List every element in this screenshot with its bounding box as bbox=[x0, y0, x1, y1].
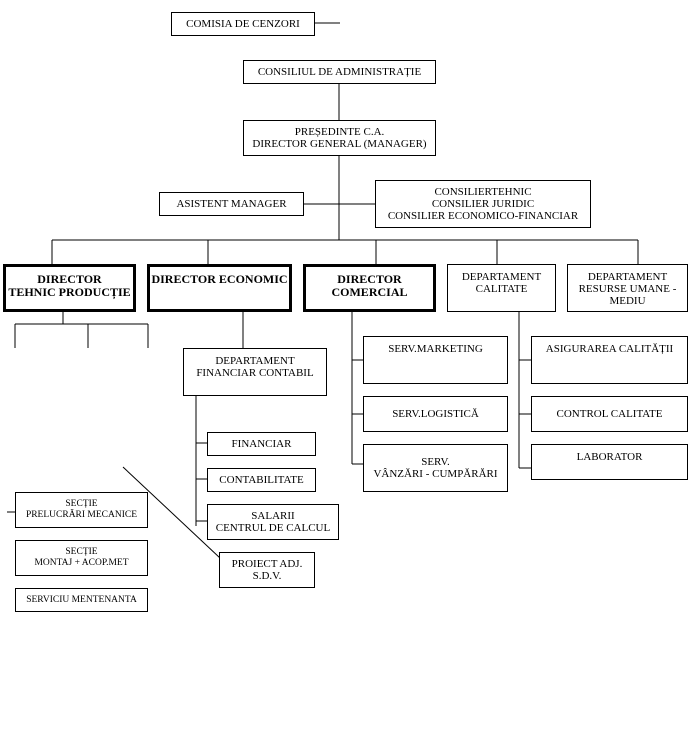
node-label: CONTROL CALITATE bbox=[556, 408, 663, 420]
node-serv-logistica: SERV.LOGISTICĂ bbox=[363, 396, 508, 432]
node-director-economic: DIRECTOR ECONOMIC bbox=[147, 264, 292, 312]
node-label: S.D.V. bbox=[252, 570, 282, 582]
node-label: CENTRUL DE CALCUL bbox=[215, 522, 331, 534]
node-consiliul-administratie: CONSILIUL DE ADMINISTRAȚIE bbox=[243, 60, 436, 84]
node-label: ASIGURAREA CALITĂȚII bbox=[545, 343, 674, 355]
node-asigurarea-calitatii: ASIGURAREA CALITĂȚII bbox=[531, 336, 688, 384]
node-label: CONSILIER JURIDIC bbox=[431, 198, 535, 210]
node-asistent-manager: ASISTENT MANAGER bbox=[159, 192, 304, 216]
node-label: RESURSE UMANE - bbox=[578, 283, 677, 295]
node-label: SERV.LOGISTICĂ bbox=[392, 408, 479, 420]
node-salarii: SALARII CENTRUL DE CALCUL bbox=[207, 504, 339, 540]
node-label: ASISTENT MANAGER bbox=[176, 198, 287, 210]
node-serv-vanzari: SERV. VÂNZĂRI - CUMPĂRĂRI bbox=[363, 444, 508, 492]
node-laborator: LABORATOR bbox=[531, 444, 688, 480]
node-label: VÂNZĂRI - CUMPĂRĂRI bbox=[373, 468, 498, 480]
node-label: SERV.MARKETING bbox=[388, 343, 483, 355]
node-sectie-montaj: SECȚIE MONTAJ + ACOP.MET bbox=[15, 540, 148, 576]
node-label: DIRECTOR ECONOMIC bbox=[151, 272, 288, 286]
node-label: CONSILIER ECONOMICO-FINANCIAR bbox=[387, 210, 579, 222]
node-label: SALARII bbox=[251, 510, 295, 522]
node-label: SECȚIE bbox=[65, 547, 98, 557]
node-departament-calitate: DEPARTAMENT CALITATE bbox=[447, 264, 556, 312]
node-label: SECȚIE bbox=[65, 499, 98, 509]
node-label: FINANCIAR bbox=[231, 438, 292, 450]
node-label: DEPARTAMENT bbox=[587, 271, 668, 283]
node-label: COMERCIAL bbox=[331, 285, 408, 299]
node-consilieri: CONSILIERTEHNIC CONSILIER JURIDIC CONSIL… bbox=[375, 180, 591, 228]
node-control-calitate: CONTROL CALITATE bbox=[531, 396, 688, 432]
node-label: FINANCIAR CONTABIL bbox=[196, 367, 314, 379]
node-serviciu-mentenanta: SERVICIU MENTENANTA bbox=[15, 588, 148, 612]
node-label: PROIECT ADJ. bbox=[231, 558, 303, 570]
node-label: MEDIU bbox=[609, 295, 646, 307]
node-contabilitate: CONTABILITATE bbox=[207, 468, 316, 492]
node-director-tehnic: DIRECTOR TEHNIC PRODUCȚIE bbox=[3, 264, 136, 312]
node-label: DIRECTOR bbox=[337, 272, 402, 286]
node-label: CONSILIERTEHNIC bbox=[434, 186, 532, 198]
node-departament-resurse-umane: DEPARTAMENT RESURSE UMANE - MEDIU bbox=[567, 264, 688, 312]
node-sectie-prelucrari: SECȚIE PRELUCRĂRI MECANICE bbox=[15, 492, 148, 528]
node-label: CONTABILITATE bbox=[219, 474, 304, 486]
node-label: CONSILIUL DE ADMINISTRAȚIE bbox=[257, 66, 422, 78]
node-financiar: FINANCIAR bbox=[207, 432, 316, 456]
node-proiect-sdv: PROIECT ADJ. S.D.V. bbox=[219, 552, 315, 588]
node-departament-financiar-contabil: DEPARTAMENT FINANCIAR CONTABIL bbox=[183, 348, 327, 396]
node-label: TEHNIC PRODUCȚIE bbox=[8, 285, 131, 299]
node-label: DEPARTAMENT bbox=[215, 355, 295, 367]
node-presedinte: PREȘEDINTE C.A. DIRECTOR GENERAL (MANAGE… bbox=[243, 120, 436, 156]
node-comisia-cenzori: COMISIA DE CENZORI bbox=[171, 12, 315, 36]
node-label: DEPARTAMENT bbox=[461, 271, 542, 283]
node-label: COMISIA DE CENZORI bbox=[186, 18, 300, 30]
node-label: SERV. bbox=[421, 456, 450, 468]
node-label: PREȘEDINTE C.A. bbox=[294, 126, 385, 138]
node-director-comercial: DIRECTOR COMERCIAL bbox=[303, 264, 436, 312]
node-label: CALITATE bbox=[475, 283, 528, 295]
node-label: SERVICIU MENTENANTA bbox=[26, 594, 137, 605]
node-label: DIRECTOR bbox=[37, 272, 102, 286]
node-label: MONTAJ + ACOP.MET bbox=[34, 558, 129, 568]
node-label: PRELUCRĂRI MECANICE bbox=[25, 510, 138, 520]
node-label: LABORATOR bbox=[576, 451, 643, 463]
node-label: DIRECTOR GENERAL (MANAGER) bbox=[252, 138, 427, 150]
node-serv-marketing: SERV.MARKETING bbox=[363, 336, 508, 384]
